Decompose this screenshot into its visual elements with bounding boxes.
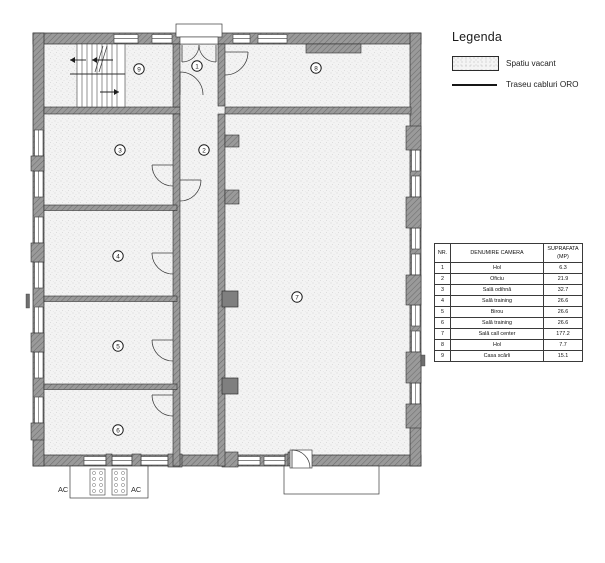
hall-columns bbox=[221, 290, 239, 395]
room-marker-2-label: 2 bbox=[202, 147, 206, 154]
legend: Legenda Spatiu vacant Traseu cabluri ORO bbox=[452, 30, 602, 98]
room-marker-9: 9 bbox=[133, 63, 145, 75]
room-marker-3-label: 3 bbox=[118, 147, 122, 154]
table-row: 1 Hol 6.3 bbox=[434, 262, 583, 274]
room-marker-6: 6 bbox=[112, 424, 124, 436]
row-nr: 4 bbox=[434, 295, 451, 307]
row-nr: 8 bbox=[434, 339, 451, 351]
row-area: 26.6 bbox=[543, 317, 583, 329]
row-nr: 2 bbox=[434, 273, 451, 285]
room-marker-4-label: 4 bbox=[116, 253, 120, 260]
row-nr: 3 bbox=[434, 284, 451, 296]
row-name: Sală training bbox=[450, 295, 544, 307]
row-area: 177.2 bbox=[543, 328, 583, 340]
table-row: 3 Sală odihnă 32.7 bbox=[434, 284, 583, 296]
row-area: 21.9 bbox=[543, 273, 583, 285]
entrance-vestibule-bottom-right bbox=[283, 449, 380, 495]
room-marker-8: 8 bbox=[310, 62, 322, 74]
room-marker-2: 2 bbox=[198, 144, 210, 156]
staircase bbox=[70, 43, 126, 108]
row-nr: 9 bbox=[434, 350, 451, 362]
hatched-rectangle-swatch-icon bbox=[452, 56, 506, 71]
table-row: 9 Casa scărli 15.1 bbox=[434, 350, 583, 362]
table-row: 6 Sală training 26.6 bbox=[434, 317, 583, 329]
legend-title: Legenda bbox=[452, 30, 503, 44]
room-number-markers: 9 1 8 3 2 4 7 bbox=[112, 60, 322, 436]
row-area: 6.3 bbox=[543, 262, 583, 274]
room-marker-3: 3 bbox=[114, 144, 126, 156]
row-name: Birou bbox=[450, 306, 544, 318]
room-marker-7: 7 bbox=[291, 291, 303, 303]
row-area: 15.1 bbox=[543, 350, 583, 362]
row-area: 32.7 bbox=[543, 284, 583, 296]
table-row: 8 Hol 7.7 bbox=[434, 339, 583, 351]
row-area: 26.6 bbox=[543, 295, 583, 307]
table-row: 7 Sală call center 177.2 bbox=[434, 328, 583, 340]
room-marker-9-label: 9 bbox=[137, 66, 141, 73]
row-name: Casa scărli bbox=[450, 350, 544, 362]
legend-item-cable-route-label: Traseu cabluri ORO bbox=[506, 80, 579, 89]
table-header-row: NR. DENUMIRE CAMERA SUPRAFATA (MP) bbox=[434, 243, 583, 263]
interior-doors bbox=[151, 51, 249, 417]
windows-top-wall bbox=[113, 34, 288, 44]
room-schedule-table: NR. DENUMIRE CAMERA SUPRAFATA (MP) 1 Hol… bbox=[434, 243, 583, 362]
legend-item-cable-route: Traseu cabluri ORO bbox=[452, 80, 602, 89]
ac-platform bbox=[69, 465, 149, 499]
ac-unit-right-label: AC bbox=[131, 485, 142, 494]
header-area-line2: (MP) bbox=[557, 254, 569, 260]
row-name: Sală training bbox=[450, 317, 544, 329]
solid-line-swatch-icon bbox=[452, 83, 506, 86]
windows-left-wall bbox=[25, 129, 45, 441]
header-area: SUPRAFATA (MP) bbox=[543, 243, 583, 263]
row-name: Sală call center bbox=[450, 328, 544, 340]
ac-labels: AC AC bbox=[58, 485, 142, 494]
room-marker-1-label: 1 bbox=[195, 63, 199, 70]
room-marker-5: 5 bbox=[112, 340, 124, 352]
room-marker-4: 4 bbox=[112, 250, 124, 262]
room-marker-8-label: 8 bbox=[314, 65, 318, 72]
table-row: 5 Birou 26.6 bbox=[434, 306, 583, 318]
room-marker-6-label: 6 bbox=[116, 427, 120, 434]
header-area-line1: SUPRAFATA bbox=[547, 246, 579, 252]
ac-unit-left-label: AC bbox=[58, 485, 69, 494]
windows-right-wall bbox=[405, 125, 426, 429]
legend-item-vacant-space: Spatiu vacant bbox=[452, 56, 602, 71]
room-marker-5-label: 5 bbox=[116, 343, 120, 350]
legend-item-vacant-space-label: Spatiu vacant bbox=[506, 59, 556, 68]
header-nr: NR. bbox=[434, 243, 451, 263]
main-entrance-top bbox=[175, 23, 223, 63]
room-marker-7-label: 7 bbox=[295, 294, 299, 301]
row-name: Hol bbox=[450, 339, 544, 351]
row-nr: 6 bbox=[434, 317, 451, 329]
header-name: DENUMIRE CAMERA bbox=[450, 243, 544, 263]
table-row: 4 Sală training 26.6 bbox=[434, 295, 583, 307]
row-nr: 5 bbox=[434, 306, 451, 318]
row-area: 7.7 bbox=[543, 339, 583, 351]
row-name: Oficiu bbox=[450, 273, 544, 285]
room-marker-1: 1 bbox=[191, 60, 203, 72]
row-name: Hol bbox=[450, 262, 544, 274]
table-row: 2 Oficiu 21.9 bbox=[434, 273, 583, 285]
row-nr: 1 bbox=[434, 262, 451, 274]
row-name: Sală odihnă bbox=[450, 284, 544, 296]
row-area: 26.6 bbox=[543, 306, 583, 318]
row-nr: 7 bbox=[434, 328, 451, 340]
